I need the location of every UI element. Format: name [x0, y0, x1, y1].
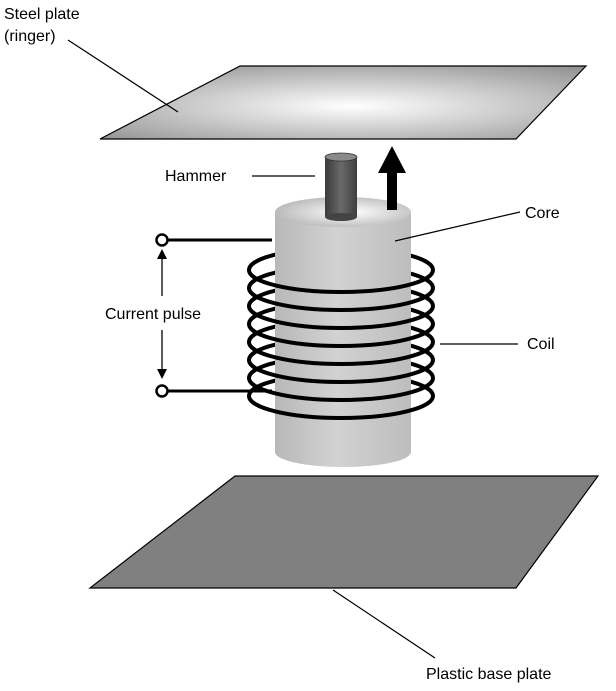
coil-label: Coil: [527, 336, 555, 353]
hammer-label: Hammer: [165, 168, 227, 185]
plastic-base-plate: [88, 475, 600, 589]
up-arrow-icon: [378, 146, 406, 210]
terminal-bottom-icon: [155, 384, 169, 398]
core-leader: [394, 211, 521, 242]
coil-leads: [168, 238, 272, 393]
current-pulse-label: Current pulse: [105, 306, 201, 323]
leader-lines: [67, 39, 521, 659]
steel-plate-label-sub: (ringer): [4, 28, 56, 45]
hammer: [324, 152, 358, 221]
plastic-base-plate-label: Plastic base plate: [426, 666, 552, 683]
current-pulse-arrow: [157, 249, 167, 379]
base-plate-leader: [332, 589, 436, 659]
steel-plate-leader: [67, 39, 179, 113]
core-cylinder: [275, 197, 411, 467]
steel-plate: [99, 65, 588, 140]
terminal-top-icon: [155, 233, 169, 247]
coil: [247, 269, 435, 420]
steel-plate-label: Steel plate: [4, 6, 80, 23]
core-label: Core: [525, 205, 560, 222]
